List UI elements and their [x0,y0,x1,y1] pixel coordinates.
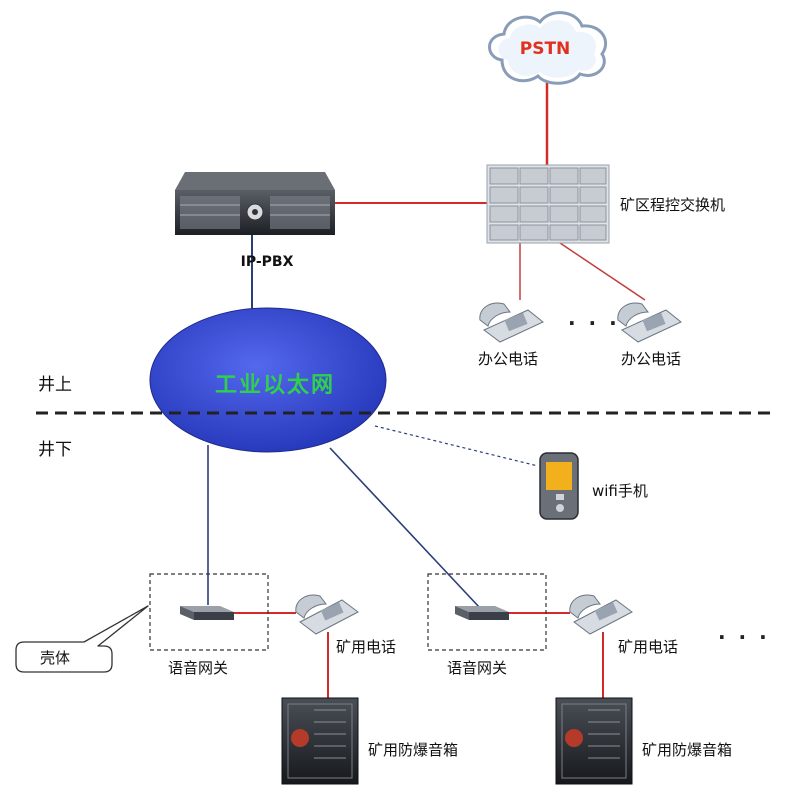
industrial-ethernet: 工业以太网 [149,307,387,453]
mine-exchange: 矿区程控交换机 [486,164,725,244]
network-to-wifi-phone-link [374,425,539,467]
mine-phone-2: 矿用电话 [569,594,678,656]
below-ground-label: 井下 [38,440,72,460]
pstn-cloud: PSTN [488,11,608,85]
wifi-phone: wifi手机 [539,452,648,520]
ellipsis-bottom: · · · [718,625,770,649]
office-phone-2-label: 办公电话 [621,350,681,368]
pstn-label: PSTN [520,39,571,59]
office-phone-1-label: 办公电话 [478,350,538,368]
wifi-phone-label: wifi手机 [592,482,648,500]
ippbx-server: IP-PBX [175,172,335,270]
mine-phone-1-label: 矿用电话 [336,638,396,656]
shell-label: 壳体 [40,649,70,667]
gateway-1-icon [180,606,234,612]
exchange-label: 矿区程控交换机 [620,196,725,214]
shell-callout: 壳体 [15,605,149,673]
gateway-1-label: 语音网关 [168,659,228,677]
mine-phone-2-label: 矿用电话 [618,638,678,656]
gateway-1-enclosure [149,573,269,651]
speaker-1-label: 矿用防爆音箱 [368,741,458,759]
exchange-to-office-phone-2-link [559,242,646,301]
gateway-2-label: 语音网关 [447,659,507,677]
links [207,72,646,698]
network-label: 工业以太网 [215,373,335,398]
gateway-group-1: 语音网关 [149,573,269,677]
speaker-1: 矿用防爆音箱 [281,697,458,785]
speaker-2-label: 矿用防爆音箱 [642,741,732,759]
gateway-group-2: 语音网关 [427,573,547,677]
gateway-2-enclosure [427,573,547,651]
mine-phone-1: 矿用电话 [295,594,396,656]
above-ground-label: 井上 [38,375,72,395]
office-phone-2: 办公电话 [617,302,682,368]
office-phone-1: 办公电话 [478,302,544,368]
network-to-gateway-2-link [329,447,481,609]
gateway-2-icon [455,606,509,612]
ippbx-label: IP-PBX [241,254,294,270]
speaker-2: 矿用防爆音箱 [555,697,732,785]
ellipsis-top: · · · [568,311,620,335]
